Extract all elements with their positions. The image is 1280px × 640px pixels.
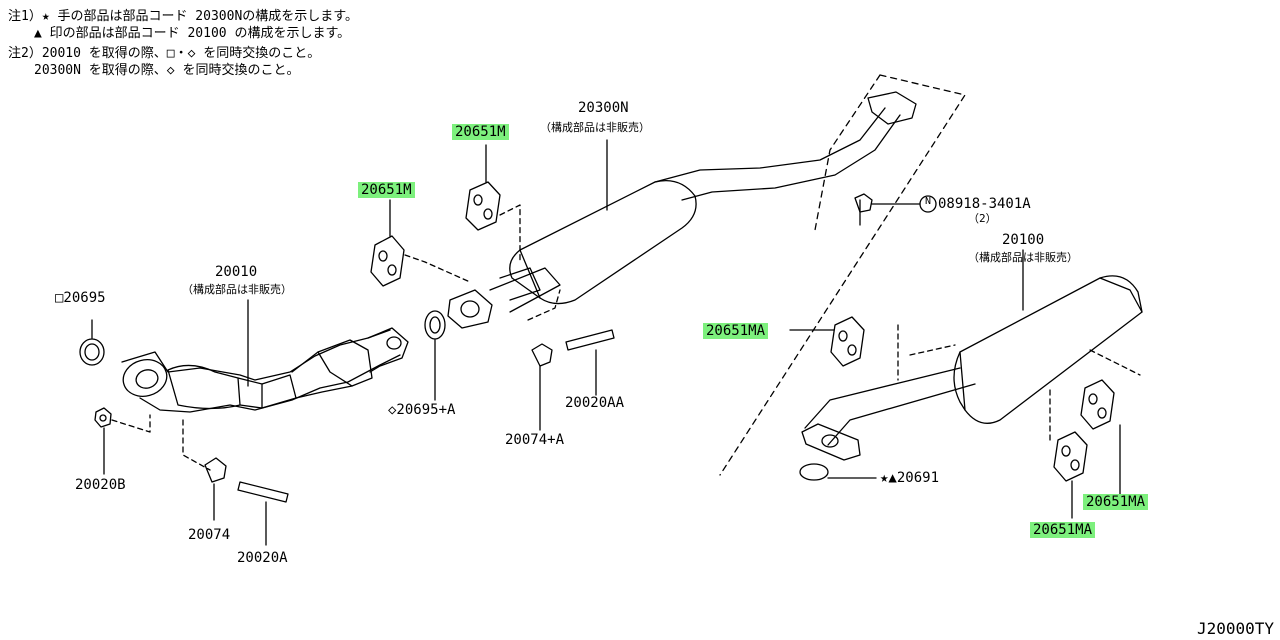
- label-20651MA-b[interactable]: 20651MA: [1083, 494, 1149, 510]
- label-20010-note: （構成部品は非販売）: [182, 283, 292, 296]
- label-20651MA-a[interactable]: 20651MA: [703, 323, 769, 339]
- gasket-20691: [799, 463, 877, 481]
- hanger-20651M-a: [465, 144, 501, 231]
- label-08918-qty: （2）: [968, 212, 997, 225]
- nut-08918: [854, 193, 937, 213]
- label-20020B: 20020B: [75, 477, 126, 493]
- label-20020AA: 20020AA: [565, 395, 625, 411]
- sensor-20074A: [531, 343, 553, 431]
- label-20651MA-c[interactable]: 20651MA: [1030, 522, 1096, 538]
- label-20691: ★▲20691: [880, 470, 940, 486]
- hanger-20651M-b: [370, 199, 405, 287]
- sensor-20074: [204, 457, 227, 521]
- label-20695A: ◇20695+A: [388, 402, 456, 418]
- label-20300N-note: （構成部品は非販売）: [540, 121, 650, 134]
- hanger-20651MA-b: [1080, 379, 1121, 495]
- label-20651M-b[interactable]: 20651M: [358, 182, 415, 198]
- label-20100: 20100: [1002, 232, 1045, 248]
- label-20300N: 20300N: [578, 100, 629, 116]
- note-4: 20300N を取得の際、◇ を同時交換のこと。: [8, 63, 300, 78]
- center-muffler: [404, 74, 966, 476]
- stud-20020A: [237, 481, 289, 546]
- label-20100-note: （構成部品は非販売）: [968, 251, 1078, 264]
- note-2: ▲ 印の部品は部品コード 20100 の構成を示します。: [8, 26, 351, 41]
- gasket-20695A: [424, 310, 446, 401]
- note-1: 注1）★ 手の部品は部品コード 20300Nの構成を示します。: [8, 9, 358, 24]
- label-20074: 20074: [188, 527, 231, 543]
- label-20074A: 20074+A: [505, 432, 565, 448]
- stud-20020AA: [565, 329, 615, 396]
- gasket-20695: [79, 319, 105, 366]
- label-20020A: 20020A: [237, 550, 288, 566]
- label-20010: 20010: [215, 264, 258, 280]
- diagram-code: J20000TY: [1196, 619, 1274, 638]
- label-08918: 08918-3401A: [938, 196, 1031, 212]
- main-muffler: [801, 249, 1143, 461]
- nut-20020B: [94, 407, 112, 475]
- front-pipe-catalyst: [111, 299, 409, 471]
- hanger-20651MA-c: [1053, 431, 1088, 519]
- label-20695: □20695: [55, 290, 106, 306]
- note-3: 注2）20010 を取得の際、□・◇ を同時交換のこと。: [8, 46, 321, 61]
- hanger-20651MA-a: [789, 316, 865, 367]
- label-20651M-a[interactable]: 20651M: [452, 124, 509, 140]
- label-08918-mark: N: [924, 196, 932, 207]
